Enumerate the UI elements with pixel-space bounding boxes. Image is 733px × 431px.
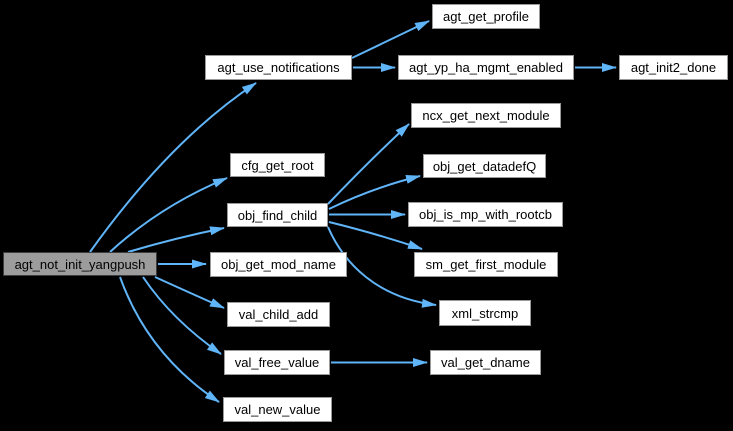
edge-obj_find_child-to-ncx_get_next_module (327, 123, 410, 205)
node-obj_get_mod_name[interactable]: obj_get_mod_name (210, 252, 347, 277)
node-agt_get_profile[interactable]: agt_get_profile (432, 4, 540, 29)
node-obj_find_child[interactable]: obj_find_child (227, 203, 328, 227)
edge-agt_not_init_yangpush-to-val_child_add (154, 276, 225, 309)
node-obj_get_datadefQ[interactable]: obj_get_datadefQ (423, 154, 546, 178)
node-val_child_add[interactable]: val_child_add (227, 302, 330, 327)
node-val_new_value[interactable]: val_new_value (223, 397, 332, 422)
edge-agt_not_init_yangpush-to-val_new_value (119, 276, 220, 403)
node-xml_strcmp[interactable]: xml_strcmp (439, 300, 531, 326)
node-agt_not_init_yangpush[interactable]: agt_not_init_yangpush (3, 252, 157, 276)
node-ncx_get_next_module[interactable]: ncx_get_next_module (411, 103, 561, 128)
edge-agt_use_notifications-to-agt_get_profile (351, 20, 430, 59)
edge-obj_find_child-to-xml_strcmp (327, 226, 437, 308)
node-val_free_value[interactable]: val_free_value (224, 350, 330, 375)
node-obj_is_mp_with_rootcb[interactable]: obj_is_mp_with_rootcb (408, 202, 563, 227)
edge-agt_not_init_yangpush-to-obj_find_child (127, 226, 225, 253)
edge-obj_find_child-to-obj_get_datadefQ (328, 175, 421, 210)
node-agt_yp_ha_mgmt_enabled[interactable]: agt_yp_ha_mgmt_enabled (398, 55, 574, 80)
edge-agt_not_init_yangpush-to-agt_use_notifications (89, 82, 257, 253)
edge-agt_not_init_yangpush-to-cfg_get_root (109, 177, 228, 253)
edge-agt_not_init_yangpush-to-val_free_value (142, 276, 222, 355)
node-val_get_dname[interactable]: val_get_dname (430, 350, 541, 375)
node-cfg_get_root[interactable]: cfg_get_root (230, 153, 325, 177)
node-agt_init2_done[interactable]: agt_init2_done (619, 55, 728, 80)
edge-obj_find_child-to-sm_get_first_module (328, 221, 423, 250)
node-sm_get_first_module[interactable]: sm_get_first_module (414, 252, 558, 277)
node-agt_use_notifications[interactable]: agt_use_notifications (205, 55, 352, 80)
